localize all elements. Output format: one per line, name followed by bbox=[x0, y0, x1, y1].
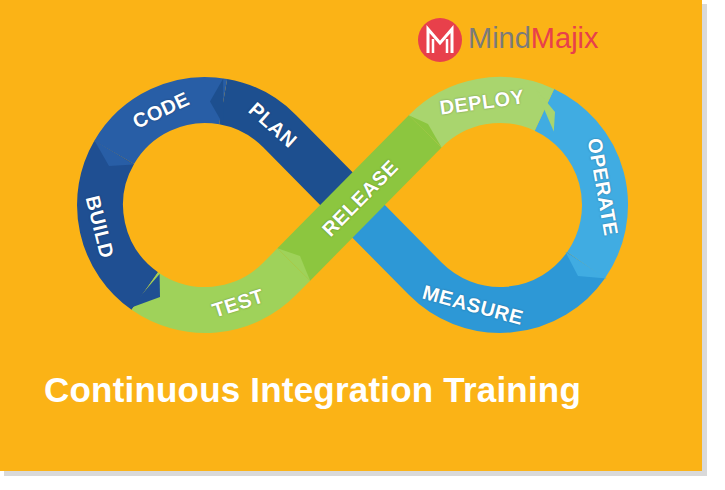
chevron bbox=[210, 79, 223, 125]
logo-mark bbox=[428, 29, 452, 53]
band-chevrons bbox=[94, 79, 606, 308]
chevron bbox=[277, 248, 310, 280]
brand-text: Mind bbox=[468, 22, 531, 55]
chevron bbox=[565, 252, 606, 279]
logo-mark bbox=[433, 39, 447, 53]
brand-logo bbox=[418, 18, 462, 62]
plan-band bbox=[223, 102, 352, 205]
brand-text: Majix bbox=[531, 22, 599, 55]
chevron bbox=[409, 115, 442, 147]
chevron bbox=[130, 274, 160, 308]
chevron bbox=[94, 141, 133, 167]
brand-name: MindMajix bbox=[468, 22, 599, 55]
logo-circle bbox=[418, 18, 462, 62]
infinity-band bbox=[100, 100, 605, 310]
diagram-title: Continuous Integration Training bbox=[44, 370, 581, 410]
orange-card bbox=[0, 0, 702, 471]
release-band bbox=[294, 131, 425, 264]
chevron bbox=[535, 88, 555, 132]
